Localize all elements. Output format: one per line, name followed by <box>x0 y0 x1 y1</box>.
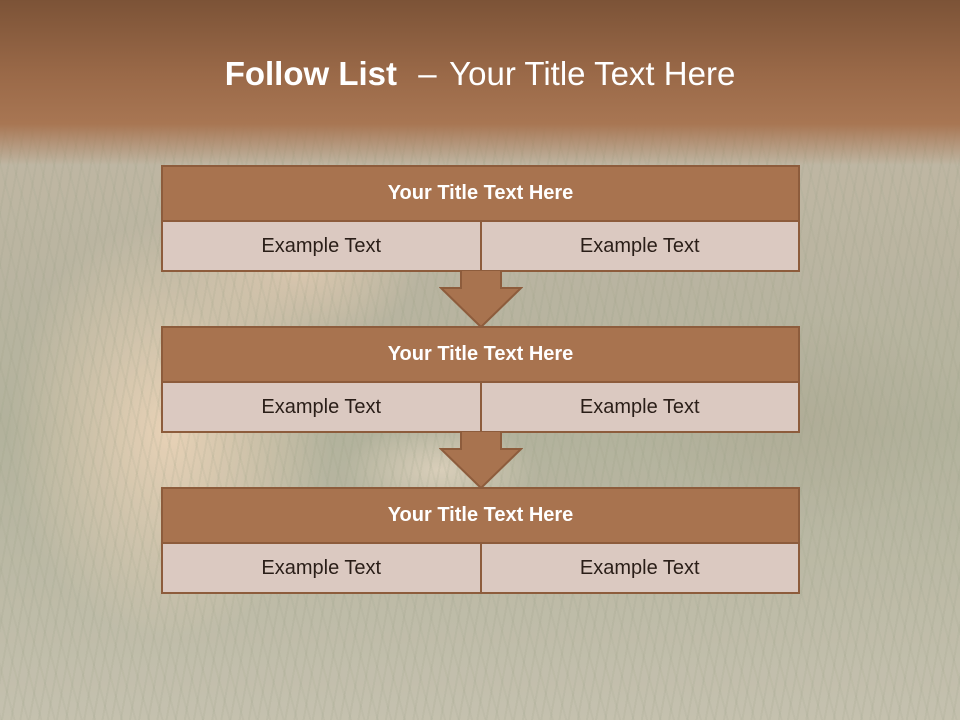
list-block-3: Your Title Text Here Example Text Exampl… <box>161 487 800 594</box>
block-cell-left[interactable]: Example Text <box>161 383 481 433</box>
block-row: Example Text Example Text <box>161 383 800 433</box>
down-arrow-icon <box>439 431 523 489</box>
title-rest: Your Title Text Here <box>449 55 736 92</box>
block-cell-right[interactable]: Example Text <box>480 383 800 433</box>
list-block-1: Your Title Text Here Example Text Exampl… <box>161 165 800 272</box>
block-cell-left[interactable]: Example Text <box>161 544 481 594</box>
header-band <box>0 0 960 165</box>
block-cell-left[interactable]: Example Text <box>161 222 481 272</box>
block-cell-right[interactable]: Example Text <box>480 222 800 272</box>
block-title[interactable]: Your Title Text Here <box>161 487 800 544</box>
down-arrow-icon <box>439 270 523 328</box>
block-title[interactable]: Your Title Text Here <box>161 165 800 222</box>
list-block-2: Your Title Text Here Example Text Exampl… <box>161 326 800 433</box>
block-row: Example Text Example Text <box>161 222 800 272</box>
block-row: Example Text Example Text <box>161 544 800 594</box>
title-bold-part: Follow List <box>224 55 398 92</box>
block-title[interactable]: Your Title Text Here <box>161 326 800 383</box>
title-separator: – <box>418 55 437 92</box>
page-title: Follow List – Your Title Text Here <box>0 55 960 93</box>
block-cell-right[interactable]: Example Text <box>480 544 800 594</box>
